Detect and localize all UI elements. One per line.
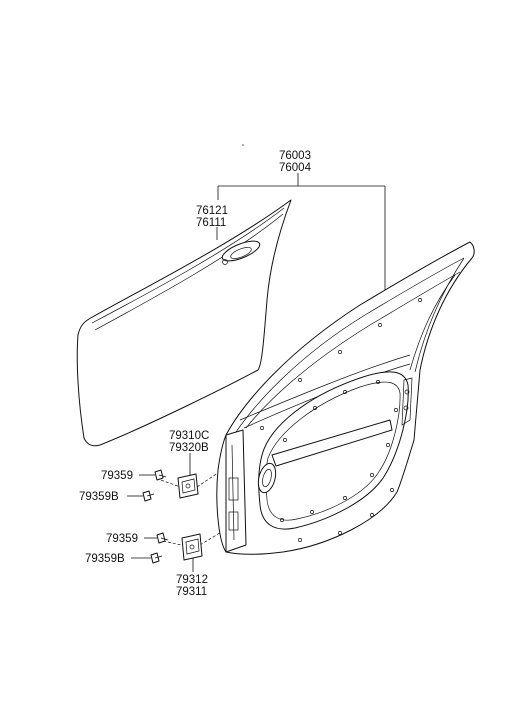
hole — [310, 510, 314, 514]
upper-hinge-detail — [181, 478, 196, 494]
hole — [338, 531, 342, 535]
impact-beam — [271, 419, 393, 467]
label-79359-upper: 79359 — [101, 470, 133, 482]
front-pillar-crease — [231, 444, 235, 541]
hole — [386, 443, 390, 447]
upper-hinge-group — [142, 469, 199, 502]
hole — [283, 438, 287, 442]
key-cylinder-hole — [222, 259, 228, 265]
assembly-line-upper-bolt — [160, 479, 184, 489]
upper-hinge-pin — [185, 483, 191, 489]
label-76003: 76003 — [279, 150, 311, 162]
label-76004: 76004 — [279, 162, 312, 174]
rear-sash-line-2 — [409, 274, 456, 371]
hinge-mount-lower — [228, 511, 239, 531]
speaker-hole — [257, 462, 277, 494]
label-76121: 76121 — [196, 205, 228, 217]
door-frame-assembly — [216, 241, 475, 555]
label-79311: 79311 — [176, 586, 207, 598]
speaker-hole-inner — [262, 468, 272, 488]
hole — [298, 378, 302, 382]
label-79359b-upper: 79359B — [79, 491, 119, 503]
inner-panel-holes — [260, 298, 422, 542]
hole — [338, 350, 342, 354]
label-76111: 76111 — [196, 217, 226, 229]
outer-panel-shape — [76, 199, 292, 447]
bolt-upper-2-icon — [142, 490, 155, 502]
hole — [418, 298, 422, 302]
label-79359b-lower: 79359B — [85, 553, 125, 565]
outer-panel-belt-line-2 — [94, 213, 284, 331]
sash-inner-line — [235, 257, 465, 433]
door-handle-recess — [221, 240, 261, 262]
belt-line — [239, 354, 411, 421]
rear-sash-line — [414, 257, 465, 373]
latch-hole-1 — [404, 389, 410, 395]
inner-opening-flange — [265, 381, 401, 521]
label-79320b: 79320B — [169, 442, 209, 454]
hole — [378, 323, 382, 327]
stray-dot — [242, 144, 244, 146]
hole — [394, 408, 398, 412]
hinge-mount-upper — [228, 477, 239, 501]
hole — [370, 473, 374, 477]
outer-panel-belt-line — [91, 207, 285, 324]
front-hinge-pillar — [225, 429, 247, 553]
hole — [298, 538, 302, 542]
hole — [370, 513, 374, 517]
lower-hinge-detail — [185, 538, 200, 555]
hole — [280, 518, 284, 522]
bolt-upper-1-icon — [154, 469, 167, 481]
bolt-lower-2-icon — [150, 552, 163, 564]
hole — [313, 406, 317, 410]
lower-hinge-pin — [189, 544, 195, 550]
hole — [343, 390, 347, 394]
hole — [343, 496, 347, 500]
hole — [376, 380, 380, 384]
door-outer-panel — [76, 199, 292, 447]
door-handle-inner — [230, 247, 252, 259]
label-79312: 79312 — [176, 574, 208, 586]
label-79310c: 79310C — [169, 430, 209, 442]
bolt-lower-1-icon — [156, 532, 169, 544]
sash-inner-line-2 — [245, 271, 461, 429]
hole — [260, 426, 264, 430]
latch-area — [401, 377, 413, 426]
latch-hole-2 — [403, 405, 409, 411]
lower-hinge-group — [150, 532, 203, 564]
part-labels: 76003 76004 76121 76111 79310C 79320B 79… — [79, 150, 312, 598]
inner-panel-opening — [258, 371, 409, 530]
label-79359-lower: 79359 — [106, 533, 138, 545]
upper-hinge — [177, 473, 199, 499]
hole — [390, 488, 394, 492]
